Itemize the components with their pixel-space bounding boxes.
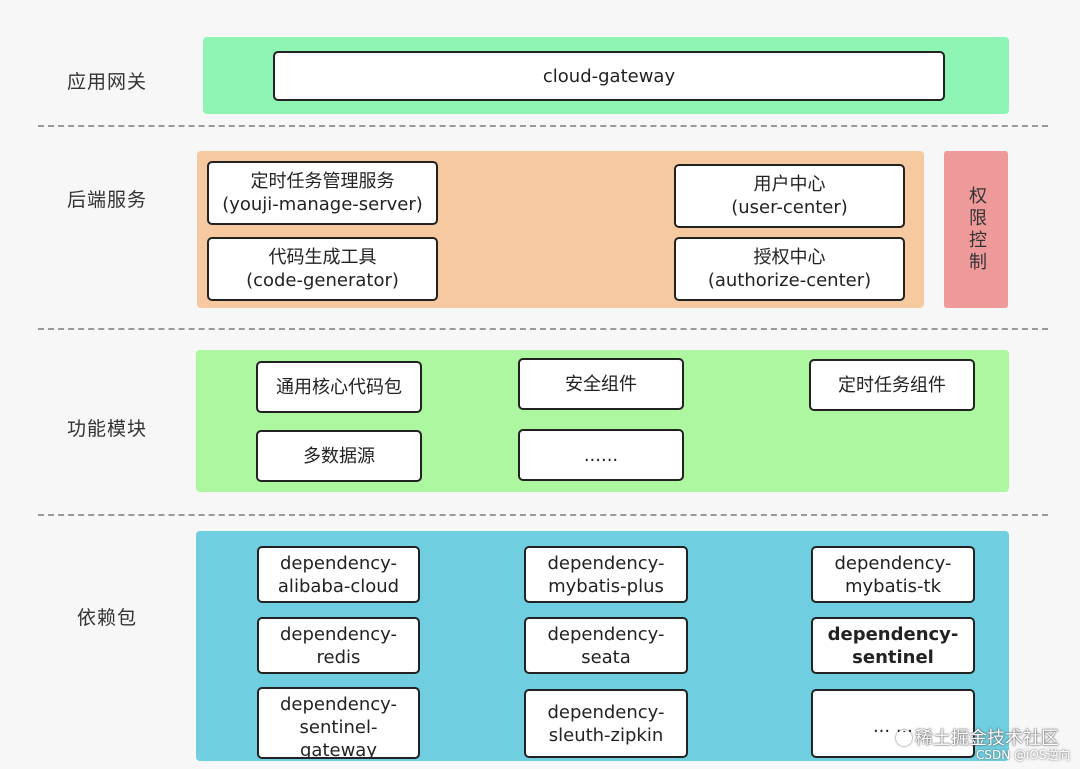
- authorize-center-box: 授权中心 (authorize-center): [674, 237, 905, 301]
- box-line: dependency-: [547, 701, 665, 723]
- box-line: redis: [316, 646, 361, 668]
- box-line: dependency-: [547, 623, 665, 645]
- cloud-gateway-text: cloud-gateway: [542, 65, 676, 87]
- timer-component-box: 定时任务组件: [809, 359, 975, 411]
- box-line: 代码生成工具: [268, 247, 377, 268]
- juejin-watermark: 稀土掘金技术社区: [896, 724, 1059, 750]
- box-line: seata: [581, 646, 631, 668]
- core-code-box: 通用核心代码包: [256, 361, 422, 413]
- layer-label-modules: 功能模块: [67, 418, 148, 440]
- juejin-watermark-text: 稀土掘金技术社区: [915, 728, 1059, 749]
- dep-sentinel-box: dependency- sentinel: [811, 617, 975, 674]
- box-line: sentinel: [852, 646, 934, 668]
- box-line: 定时任务管理服务: [250, 171, 395, 192]
- dep-more-box: ... ...: [811, 689, 975, 758]
- box-line: gateway: [300, 740, 377, 759]
- layer-label-backend: 后端服务: [67, 189, 148, 211]
- box-line: 通用核心代码包: [276, 376, 402, 398]
- auth-control-text: 权限控制: [966, 185, 987, 274]
- dep-seata-box: dependency- seata: [524, 617, 688, 674]
- divider-backend-modules: [38, 328, 1048, 330]
- dep-sleuth-zipkin-box: dependency- sleuth-zipkin: [524, 689, 688, 758]
- box-line: 多数据源: [303, 445, 375, 467]
- box-line: 授权中心: [753, 247, 826, 268]
- divider-modules-deps: [38, 514, 1048, 516]
- job-manage-server-box: 定时任务管理服务 (youji-manage-server): [207, 161, 438, 225]
- box-line: dependency-: [279, 552, 398, 574]
- box-line: 定时任务组件: [838, 374, 946, 396]
- juejin-logo-icon: [896, 730, 912, 746]
- box-line: sleuth-zipkin: [548, 724, 664, 746]
- box-line: alibaba-cloud: [277, 575, 400, 597]
- divider-gateway-backend: [38, 125, 1048, 127]
- csdn-watermark: CSDN @iOS逆向: [976, 748, 1071, 762]
- dep-mybatis-plus-box: dependency- mybatis-plus: [524, 546, 688, 603]
- box-line: 用户中心: [753, 174, 826, 195]
- box-line: dependency-: [827, 623, 959, 645]
- box-line: 安全组件: [565, 373, 637, 395]
- cloud-gateway-box: cloud-gateway: [273, 51, 945, 101]
- box-line: (user-center): [731, 197, 848, 218]
- box-line: (code-generator): [246, 270, 399, 291]
- box-line: mybatis-tk: [844, 575, 942, 597]
- code-generator-box: 代码生成工具 (code-generator): [207, 237, 438, 301]
- box-line: dependency-: [547, 552, 665, 574]
- layer-label-gateway: 应用网关: [67, 71, 148, 93]
- dep-redis-box: dependency- redis: [257, 617, 420, 674]
- security-component-box: 安全组件: [518, 358, 684, 410]
- box-line: (youji-manage-server): [222, 194, 423, 215]
- box-line: ......: [583, 444, 619, 466]
- dep-sentinel-gateway-box: dependency- sentinel- gateway: [257, 687, 420, 759]
- auth-control-box: 权限控制: [944, 151, 1008, 308]
- box-line: dependency-: [834, 552, 952, 574]
- multi-datasource-box: 多数据源: [256, 430, 422, 482]
- box-line: sentinel-: [299, 717, 378, 738]
- box-line: mybatis-plus: [548, 575, 664, 597]
- layer-label-deps: 依赖包: [77, 607, 138, 629]
- box-line: dependency-: [279, 623, 398, 645]
- more-modules-box: ......: [518, 429, 684, 481]
- dep-mybatis-tk-box: dependency- mybatis-tk: [811, 546, 975, 603]
- box-line: (authorize-center): [707, 270, 872, 291]
- box-line: dependency-: [279, 694, 398, 715]
- dep-alibaba-cloud-box: dependency- alibaba-cloud: [257, 546, 420, 603]
- user-center-box: 用户中心 (user-center): [674, 164, 905, 228]
